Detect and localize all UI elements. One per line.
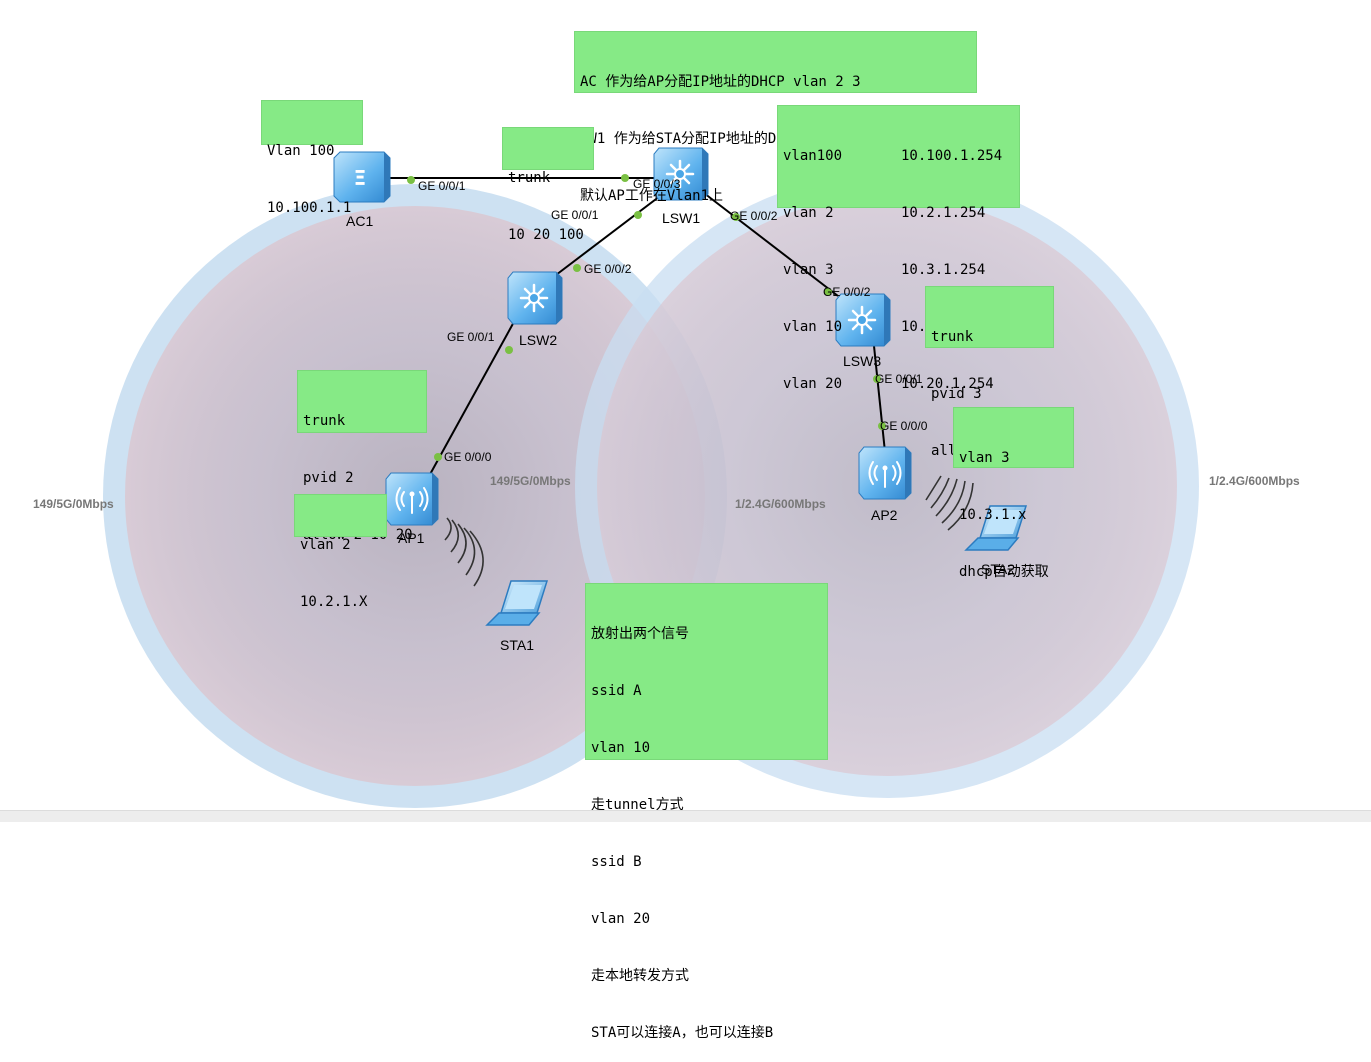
note-line: trunk: [508, 170, 551, 186]
vlan-ip: 10.20.1.254: [901, 376, 994, 392]
note-ap1-vlan[interactable]: vlan 2 10.2.1.X: [294, 494, 387, 610]
note-ac-vlan[interactable]: Vlan 100 10.100.1.1: [261, 100, 363, 216]
note-ap2-vlan[interactable]: vlan 3 10.3.1.x dhcp自动获取: [953, 407, 1074, 580]
note-ap1-trunk[interactable]: trunk pvid 2 allow 2 10 20: [297, 370, 427, 543]
port-dot: [573, 264, 581, 272]
radio-label-ap1-inner: 149/5G/0Mbps: [490, 474, 571, 488]
note-vlan-table[interactable]: vlan100 10.100.1.254 vlan 2 10.2.1.254 vla…: [777, 105, 1020, 392]
note-line: 10.2.1.X: [300, 594, 368, 610]
port-dot: [732, 213, 740, 221]
radio-label-ap1-outer: 149/5G/0Mbps: [33, 497, 114, 511]
device-name-lsw2: LSW2: [519, 332, 558, 348]
device-name-ap1: AP1: [398, 530, 425, 546]
radio-label-ap2-outer: 1/2.4G/600Mbps: [1209, 474, 1300, 488]
port-dots: [407, 174, 886, 461]
wireless-signal-icon: [925, 475, 974, 531]
vlan-row: vlan 2 10.2.1.254: [783, 204, 1014, 223]
port-label: GE 0/0/0: [444, 450, 492, 464]
device-name-sta1: STA1: [500, 637, 534, 653]
note-line: trunk: [303, 413, 346, 429]
link-lsw3-ap2: [873, 345, 886, 453]
note-line: AC 作为给AP分配IP地址的DHCP vlan 2 3: [580, 74, 861, 90]
switch-icon[interactable]: [653, 147, 709, 201]
port-dot: [434, 453, 442, 461]
note-line: 默认AP工作在Vlan1上: [580, 188, 724, 204]
switch-icon[interactable]: [507, 271, 563, 325]
port-dot: [634, 211, 642, 219]
note-line: 走本地转发方式: [591, 968, 689, 984]
port-label: GE 0/0/2: [823, 285, 871, 299]
device-name-lsw3: LSW3: [843, 353, 882, 369]
access-point-icon[interactable]: [858, 446, 912, 500]
radio-label-ap2-inner: 1/2.4G/600Mbps: [735, 497, 826, 511]
note-line: pvid 3: [931, 386, 982, 402]
note-line: pvid 2: [303, 470, 354, 486]
port-label: GE 0/0/1: [875, 372, 923, 386]
device-name-lsw1: LSW1: [662, 210, 701, 226]
note-line: 走tunnel方式: [591, 797, 684, 813]
port-dot: [824, 288, 832, 296]
port-dot: [878, 422, 886, 430]
links: [383, 177, 886, 479]
port-label: GE 0/0/2: [730, 209, 778, 223]
note-line: ssid B: [591, 854, 642, 870]
port-label: GE 0/0/2: [584, 262, 632, 276]
wireless-signal-icon: [444, 517, 484, 587]
vlan-id: vlan 20: [783, 376, 843, 392]
access-point-icon[interactable]: [385, 472, 439, 526]
access-controller-icon[interactable]: Ξ: [333, 151, 391, 203]
svg-text:Ξ: Ξ: [354, 166, 367, 190]
link-lsw2-ap1: [427, 319, 516, 479]
note-line: 放射出两个信号: [591, 626, 689, 642]
link-lsw1-lsw2: [551, 189, 669, 279]
port-dot: [505, 346, 513, 354]
note-line: 10.3.1.x: [959, 507, 1027, 523]
vlan-id: vlan 2: [783, 205, 834, 221]
note-line: vlan 10: [591, 740, 651, 756]
note-line: trunk: [931, 329, 974, 345]
vlan-row: vlan 3 10.3.1.254: [783, 261, 1014, 280]
note-line: 10.100.1.1: [267, 200, 352, 216]
note-line: vlan 20: [591, 911, 651, 927]
port-dot: [873, 375, 881, 383]
laptop-icon[interactable]: [485, 580, 549, 626]
note-lsw3-trunk[interactable]: trunk pvid 3 allow 3 10 20: [925, 286, 1054, 459]
port-label: GE 0/0/1: [418, 179, 466, 193]
port-label: GE 0/0/1: [447, 330, 495, 344]
port-label: GE 0/0/0: [880, 419, 928, 433]
port-label: GE 0/0/1: [551, 208, 599, 222]
switch-icon[interactable]: [835, 293, 891, 347]
note-line: vlan 3: [959, 450, 1010, 466]
vlan-id: vlan100: [783, 148, 843, 164]
port-dot: [407, 176, 415, 184]
device-name-sta2: STA2: [981, 561, 1015, 577]
vlan-ip: 10.3.1.254: [901, 262, 986, 278]
note-line: 10 20 100: [508, 227, 584, 243]
note-line: vlan 2: [300, 537, 351, 553]
vlan-id: vlan 3: [783, 262, 834, 278]
vlan-row: vlan100 10.100.1.254: [783, 147, 1014, 166]
note-line: ssid A: [591, 683, 642, 699]
status-bar: [0, 810, 1371, 822]
port-dot: [621, 174, 629, 182]
note-uplink-trunk[interactable]: trunk 10 20 100: [502, 127, 594, 243]
laptop-icon[interactable]: [964, 505, 1028, 551]
note-line: STA可以连接A，也可以连接B: [591, 1025, 774, 1041]
vlan-ip: 10.100.1.254: [901, 148, 1003, 164]
note-line: Vlan 100: [267, 143, 335, 159]
link-lsw1-lsw3: [699, 189, 839, 297]
device-name-ap2: AP2: [871, 507, 898, 523]
vlan-id: vlan 10: [783, 319, 843, 335]
port-label: GE 0/0/3: [633, 177, 681, 191]
vlan-row: vlan 20 10.20.1.254: [783, 375, 1014, 394]
note-controller[interactable]: AC 作为给AP分配IP地址的DHCP vlan 2 3 SW1 作为给STA分…: [574, 31, 977, 204]
note-line: dhcp自动获取: [959, 564, 1049, 580]
vlan-ip: 10.2.1.254: [901, 205, 986, 221]
device-name-ac1: AC1: [346, 213, 374, 229]
note-ssid-info[interactable]: 放射出两个信号 ssid A vlan 10 走tunnel方式 ssid B …: [585, 583, 828, 1041]
